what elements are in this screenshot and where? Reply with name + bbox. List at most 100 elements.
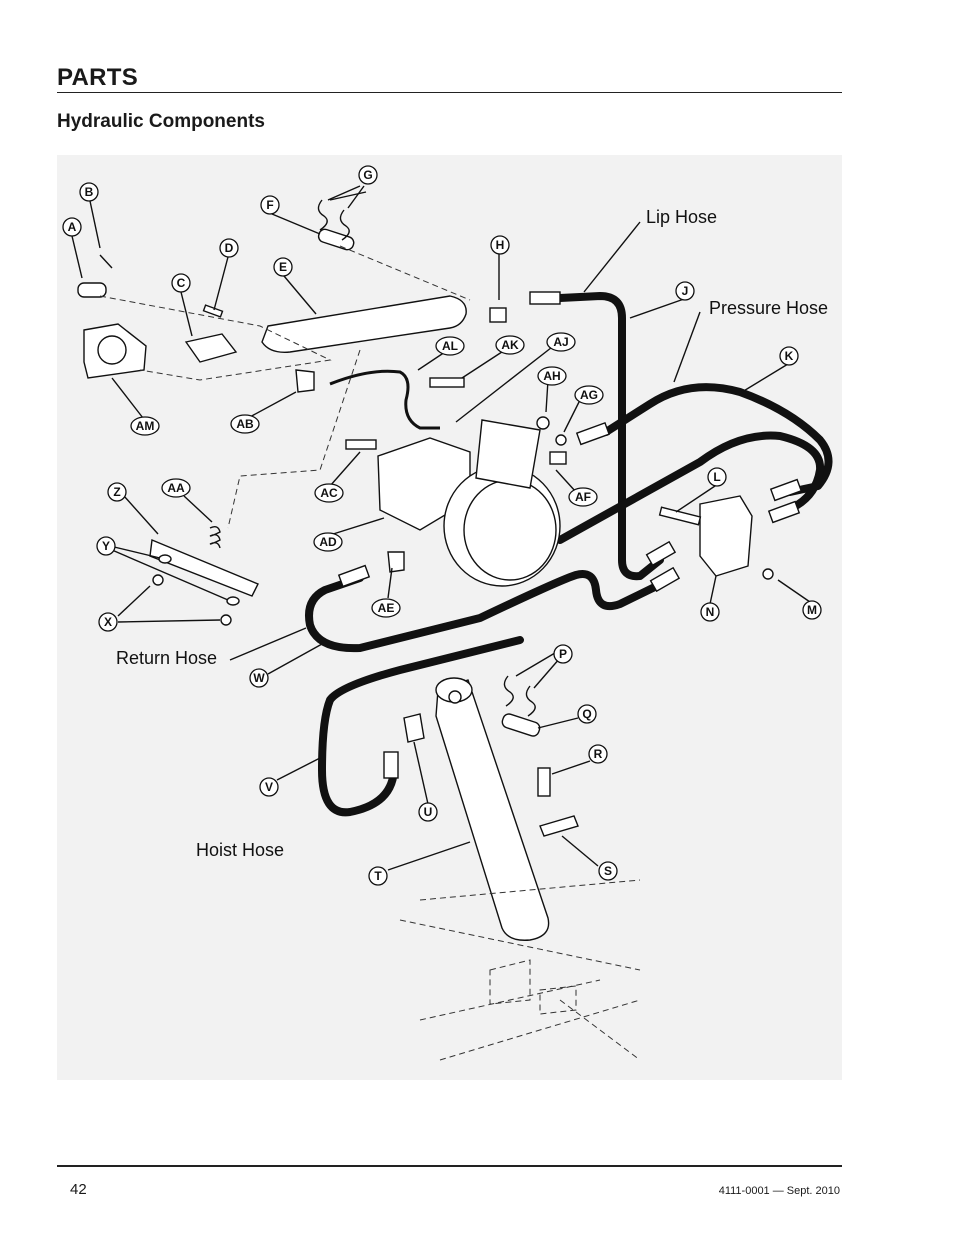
callout-a: A [68,220,77,234]
pressure-hose-outer [602,383,833,496]
callout-e: E [279,260,287,274]
motor [443,465,561,587]
callout-u: U [424,805,433,819]
callout-q: Q [582,707,591,721]
elbow-ab [295,369,315,393]
hoses [305,292,833,817]
pressure-fitting-3 [767,500,801,524]
callout-g: G [363,168,372,182]
diagram-svg: A B C D E F G H J K L M N P Q R S T U V … [62,165,833,1061]
callout-y: Y [102,539,110,553]
fitting-af [549,451,567,465]
callout-bubbles [62,165,822,886]
washer-y1 [158,554,172,564]
callout-s: S [604,864,612,878]
tube-al [329,369,440,430]
bolt-ac [345,439,377,450]
callout-ae: AE [378,601,395,615]
callout-m: M [807,603,817,617]
section-title: PARTS [57,64,139,91]
callout-letters: A B C D E F G H J K L M N P Q R S T U V … [68,168,817,883]
callout-am: AM [136,419,155,433]
callout-l: L [713,470,720,484]
mount-plate-aj [475,419,541,489]
clevis-c [184,333,238,363]
return-fitting [337,564,371,588]
callout-al: AL [442,339,458,353]
parts [77,199,803,941]
callout-h: H [496,238,505,252]
pressure-hose-label: Pressure Hose [709,298,828,318]
hoist-cylinder-t [435,679,550,941]
cylinder-eye-hole [448,690,462,704]
subtitle: Hydraulic Components [57,111,265,132]
callout-x: X [104,615,112,629]
lip-cylinder-e [261,295,467,353]
lip-hose-end [645,540,677,567]
fitting-ag [555,434,567,446]
spring-aa [209,525,221,549]
callout-ab: AB [236,417,254,431]
hoist-hose-label: Hoist Hose [196,840,284,860]
callout-n: N [706,605,715,619]
bolt-ak [429,377,465,388]
callout-v: V [265,780,273,794]
nut-x2 [220,614,232,626]
callout-aj: AJ [553,335,568,349]
header-rule [57,92,842,93]
callout-j: J [682,284,689,298]
hoist-hose [318,636,524,817]
return-hose-end [649,566,681,593]
callout-ag: AG [580,388,598,402]
pressure-hose-inner [556,431,825,544]
callout-t: T [374,869,382,883]
nut-m [762,568,774,580]
callout-c: C [177,276,186,290]
callout-z: Z [113,485,120,499]
return-hose [305,570,669,653]
callout-k: K [785,349,794,363]
hose-labels: Lip Hose Pressure Hose Return Hose Hoist… [116,207,828,860]
hair-pin-p2 [525,685,536,717]
callout-b: B [85,185,94,199]
plate-s [539,815,579,837]
hoist-fitting [383,751,399,779]
hair-pin-p1 [503,675,514,707]
callout-ad: AD [319,535,337,549]
roll-pin-d [202,304,224,318]
parts-diagram: A B C D E F G H J K L M N P Q R S T U V … [57,155,842,1080]
callout-f: F [266,198,273,212]
bracket-hole [97,335,127,365]
document-id: 4111-0001 — Sept. 2010 [718,1185,840,1197]
return-hose-label: Return Hose [116,648,217,668]
pressure-fitting-1 [575,421,610,446]
footer-rule [57,1165,842,1167]
elbow-ae [387,551,405,573]
fitting-h [489,307,507,323]
callout-r: R [594,747,603,761]
assembly-lines [99,245,641,1061]
elbow-u [403,713,425,743]
callout-af: AF [575,490,591,504]
washer-y2 [226,596,240,606]
lip-hose-label: Lip Hose [646,207,717,227]
pin-q [501,713,541,737]
pressure-fitting-2 [769,478,803,502]
hair-pin-g1 [317,199,328,231]
pin-a [77,282,107,298]
nut-x1 [152,574,164,586]
callout-d: D [225,241,234,255]
nut-ah [536,416,550,430]
bolt-r [537,767,551,797]
page-number: 42 [70,1181,87,1198]
link-z [149,539,259,597]
callout-ac: AC [320,486,338,500]
cotter-b [99,254,113,269]
callout-ak: AK [501,338,519,352]
bolt-l [658,506,702,526]
lip-hose [556,292,664,581]
callout-w: W [253,671,265,685]
callout-ah: AH [543,369,560,383]
callout-aa: AA [167,481,185,495]
valve-n [699,495,753,577]
